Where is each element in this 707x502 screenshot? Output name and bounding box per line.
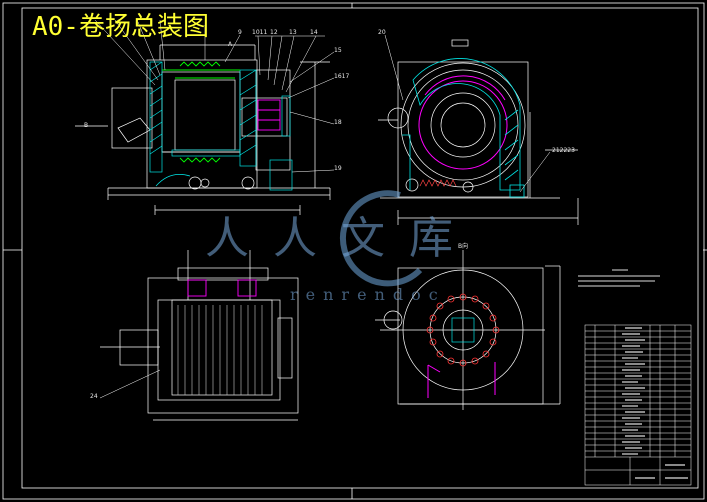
b-view-magenta (427, 362, 496, 398)
callout-16-17: 1617 (334, 73, 350, 80)
side-view (378, 39, 579, 225)
parts-list (584, 324, 692, 486)
watermark-url: renrendoc (290, 285, 446, 304)
callout-20: 20 (378, 29, 386, 36)
plan-view-leaders (99, 369, 161, 399)
watermark-logo (340, 190, 423, 287)
callout-10-11: 1011 (252, 29, 268, 36)
side-view-leaders (384, 34, 551, 193)
view-label-b: B (84, 122, 89, 129)
b-view (375, 250, 561, 410)
plan-view-drum (177, 305, 263, 395)
front-view-leaders (94, 19, 335, 173)
b-view-hatch (451, 317, 475, 343)
front-view-hatch (149, 61, 293, 191)
drawing-title: A0-卷扬总装图 (32, 12, 209, 42)
view-label-b-direction: B向 (458, 243, 469, 250)
callout-18: 18 (334, 119, 342, 126)
callout-12: 12 (270, 29, 278, 36)
callout-21-23: 212223 (552, 147, 575, 154)
front-view-magenta (257, 99, 281, 131)
callout-13: 13 (289, 29, 297, 36)
callout-14: 14 (310, 29, 318, 36)
callout-9: 9 (238, 29, 242, 36)
inner-border (21, 7, 699, 489)
plan-view-magenta (187, 279, 257, 297)
plan-view (100, 250, 299, 421)
b-view-bolts (426, 293, 500, 367)
tech-notes (578, 269, 660, 287)
front-view-green (162, 61, 240, 163)
callout-19: 19 (334, 165, 342, 172)
side-view-hatch (402, 58, 525, 198)
view-label-a: A (228, 41, 233, 48)
side-view-spring (419, 179, 457, 187)
side-view-magenta (418, 75, 508, 170)
watermark-text: 人人文库 (205, 213, 477, 264)
callout-24: 24 (90, 393, 98, 400)
parts-list-text (622, 327, 688, 479)
callout-15: 15 (334, 47, 342, 54)
